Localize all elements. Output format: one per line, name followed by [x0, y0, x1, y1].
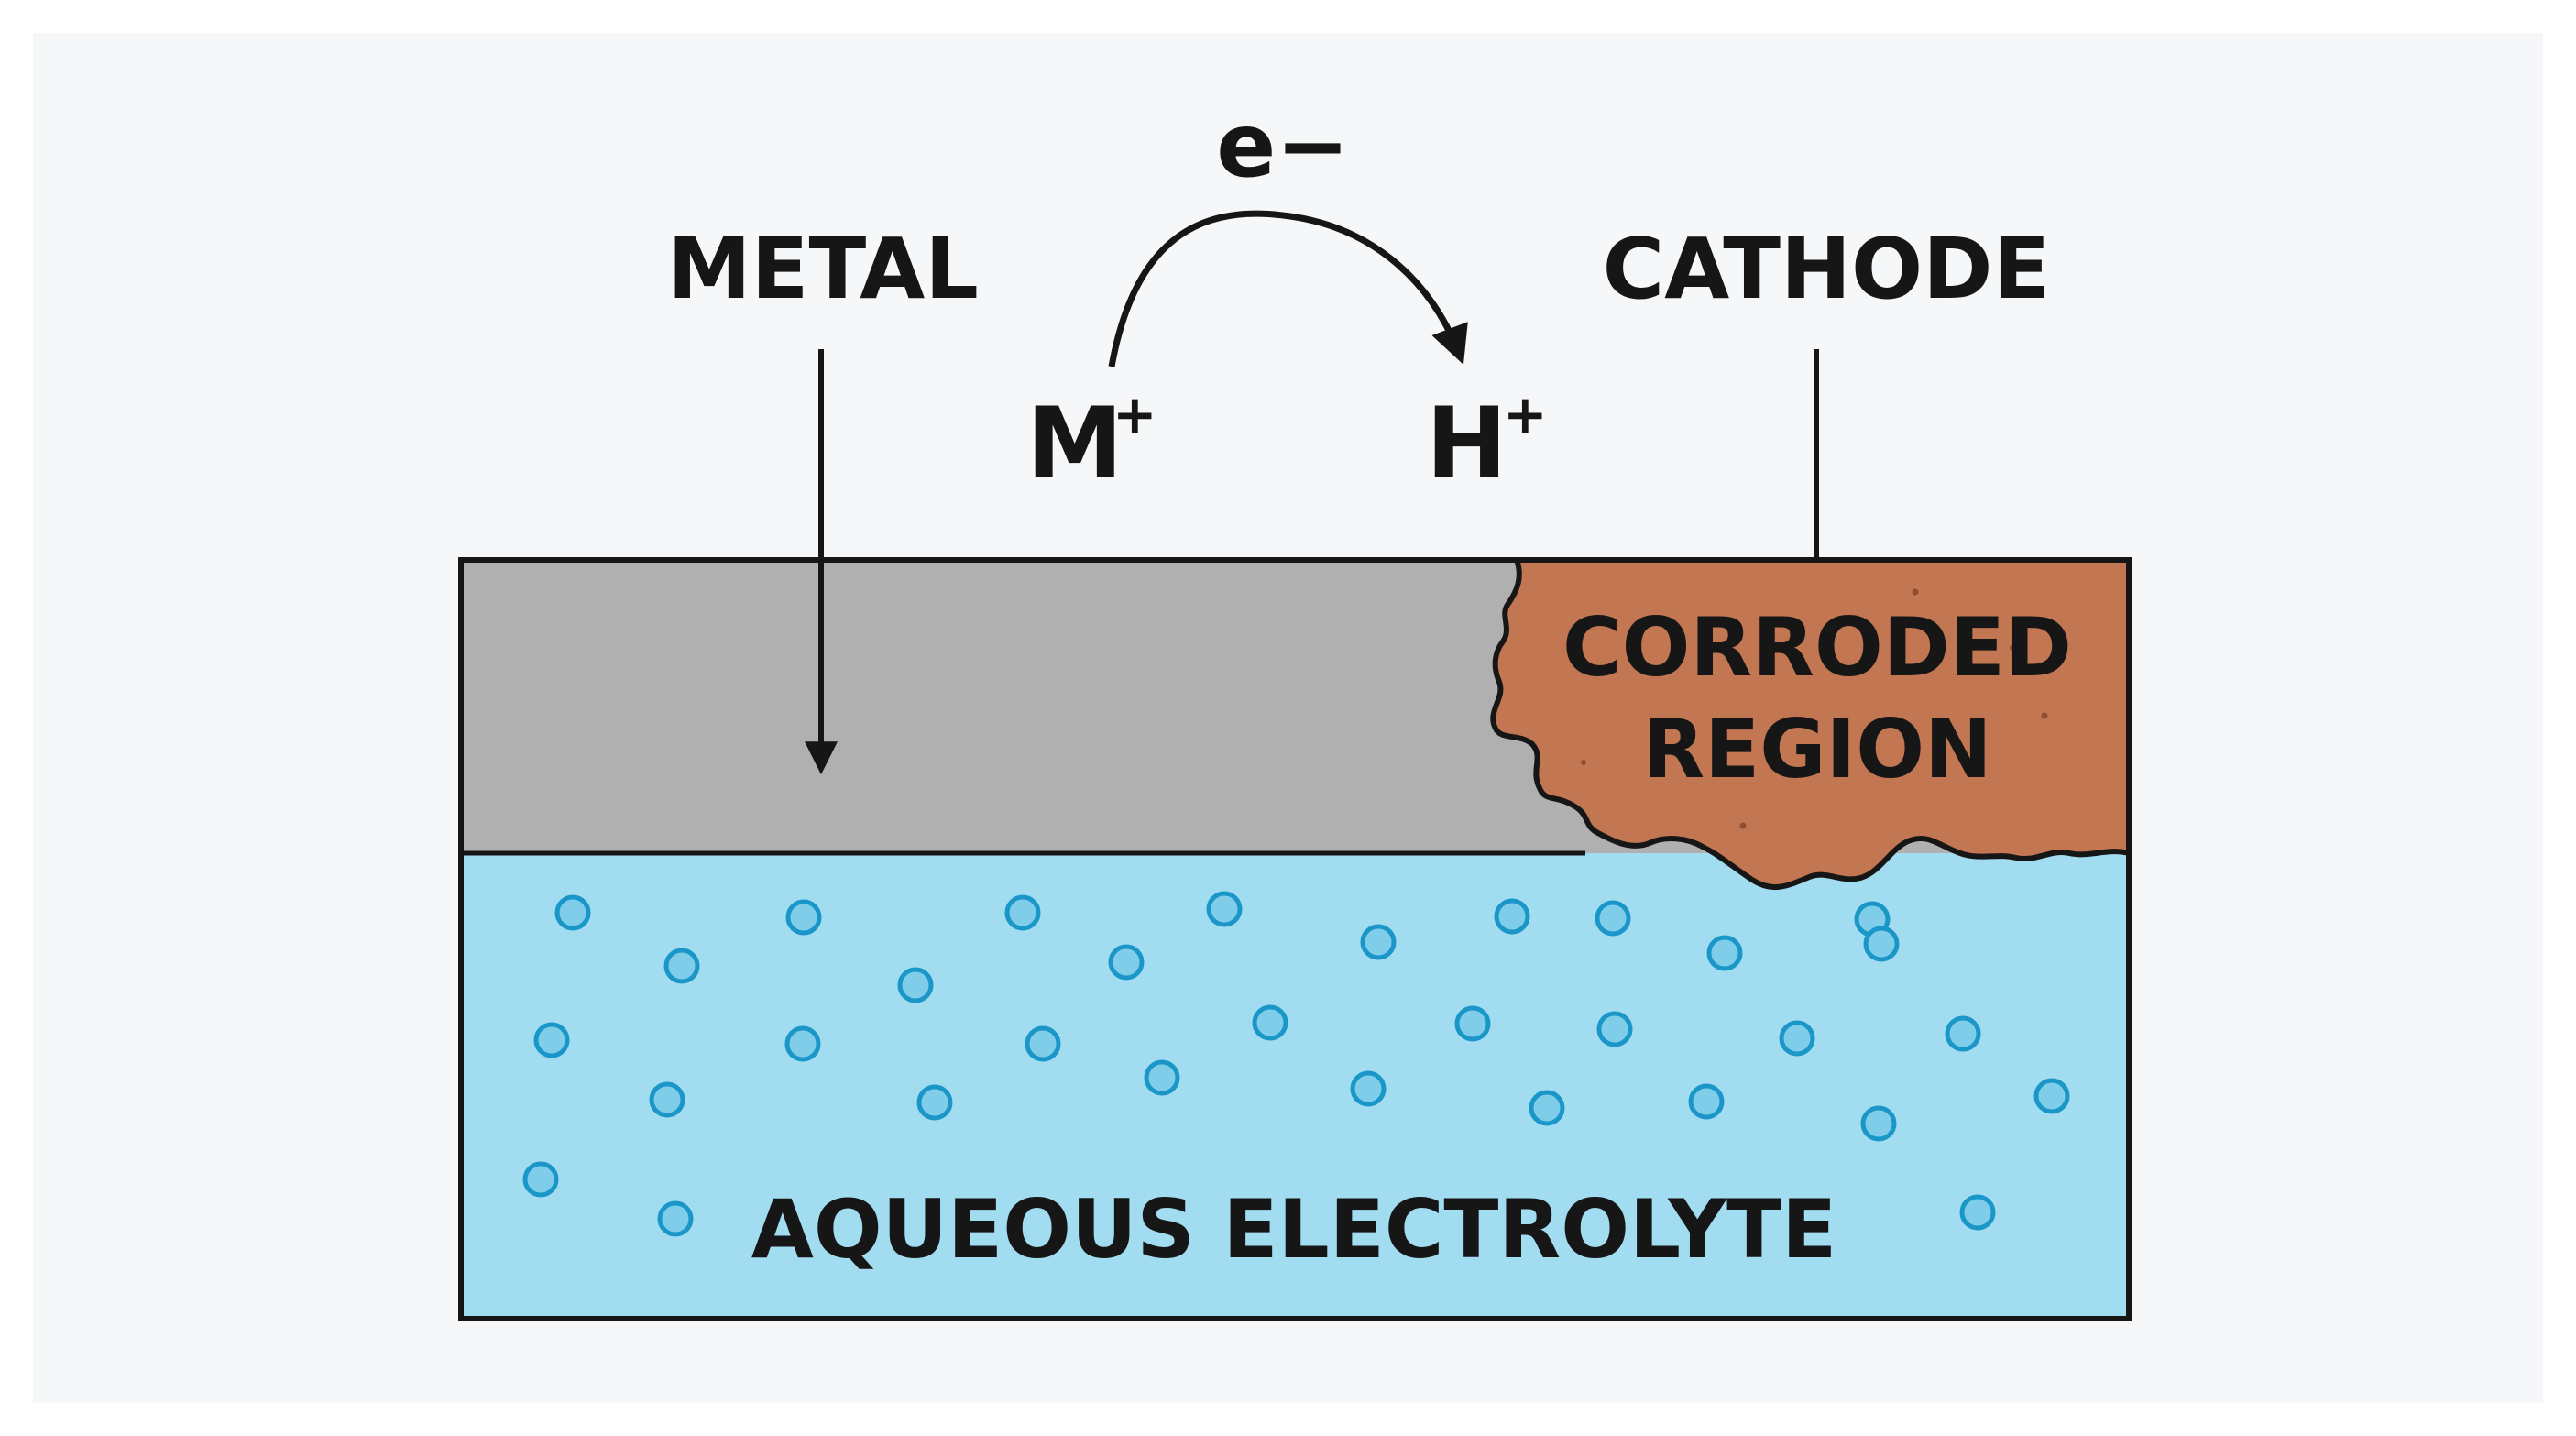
electron-transfer-arrow	[1108, 210, 1468, 367]
electrolyte-bubble	[1595, 900, 1631, 937]
corrosion-speckles	[1581, 588, 2048, 829]
bubble-layer	[522, 891, 2070, 1237]
electrolyte-bubble	[784, 1025, 821, 1062]
electrolyte-bubble	[1779, 1020, 1815, 1057]
electrolyte-bubble	[1494, 898, 1530, 935]
electrolyte-bubble	[1252, 1004, 1288, 1041]
electrolyte-bubble	[1959, 1194, 1996, 1231]
electrolyte-bubble	[1454, 1005, 1491, 1042]
electrolyte-bubble	[1025, 1025, 1061, 1062]
electrolyte-bubble	[663, 948, 700, 984]
electrolyte-bubble	[1529, 1090, 1565, 1126]
electrolyte-bubble	[522, 1161, 559, 1198]
electrolyte-bubble	[554, 894, 591, 931]
metal-label: METAL	[667, 220, 979, 318]
electrolyte-bubble	[1945, 1015, 1981, 1052]
electrolyte-bubble	[1860, 1105, 1897, 1142]
electrolyte-bubble	[1350, 1070, 1387, 1107]
slab-outline	[458, 557, 2132, 1321]
metal-ion-label: M	[1026, 387, 1123, 499]
electrolyte-bubble	[897, 967, 934, 1003]
cathode-label: CATHODE	[1603, 220, 2051, 318]
electrolyte-bubble	[1144, 1059, 1180, 1096]
electrolyte-region	[461, 853, 2129, 1319]
electrolyte-bubble	[1004, 894, 1041, 931]
electrolyte-bubble	[2033, 1078, 2070, 1114]
electron-label: e−	[1216, 94, 1350, 197]
metal-ion-charge: +	[1113, 383, 1157, 445]
electrolyte-bubble	[657, 1200, 694, 1237]
hydrogen-ion-label: H	[1426, 387, 1507, 499]
electrolyte-bubble	[649, 1081, 685, 1118]
corroded-region	[1490, 557, 2132, 890]
electrolyte-bubble	[533, 1022, 570, 1058]
electrolyte-bubble	[1596, 1011, 1633, 1047]
electrolyte-bubble	[1108, 944, 1145, 981]
electrolyte-bubble	[1206, 891, 1243, 927]
electrolyte-bubble	[916, 1084, 953, 1121]
electrolyte-bubble	[1688, 1083, 1725, 1120]
electrolyte-label: AQUEOUS ELECTROLYTE	[751, 1182, 1836, 1277]
electrolyte-bubble	[1360, 924, 1397, 960]
corroded-region-label-line1: CORRODED	[1562, 600, 2072, 695]
hydrogen-ion-charge: +	[1503, 383, 1548, 445]
electrolyte-bubble	[1863, 926, 1900, 962]
electrolyte-bubble	[785, 899, 822, 936]
electrolyte-bubble	[1706, 935, 1743, 971]
corroded-region-label-line2: REGION	[1642, 702, 1991, 796]
